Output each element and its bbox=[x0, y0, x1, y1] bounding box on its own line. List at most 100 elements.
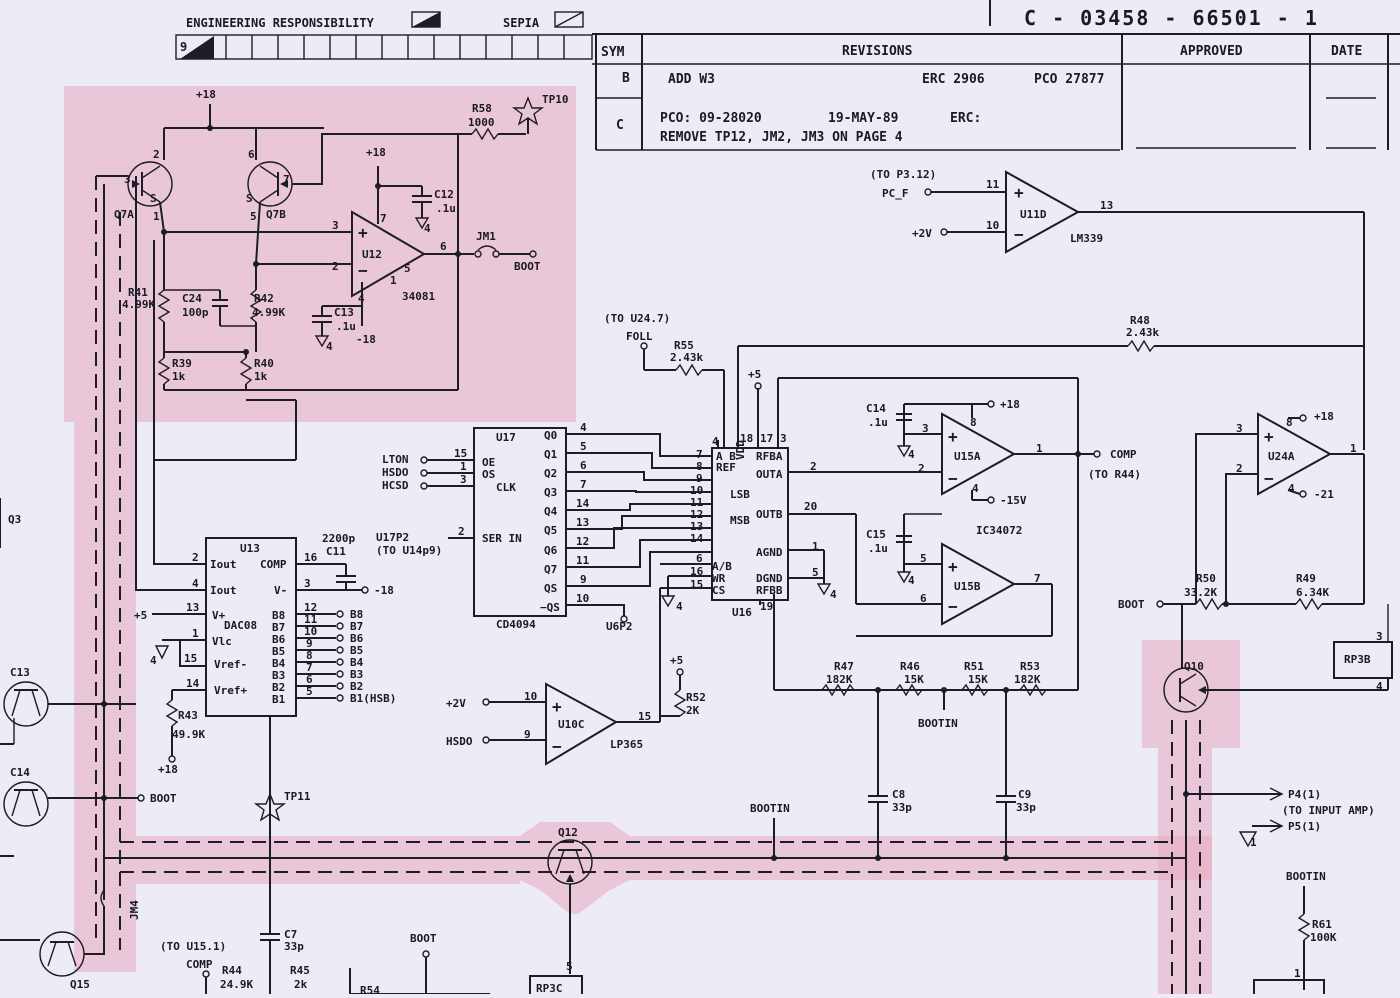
svg-text:ENGINEERING RESPONSIBILITY: ENGINEERING RESPONSIBILITY bbox=[186, 16, 375, 30]
svg-text:6: 6 bbox=[248, 148, 255, 161]
feedback-network: R47 182K R46 15K BOOTIN R51 15K R53 182K… bbox=[750, 660, 1047, 861]
transistor-q7a: 23 S1 Q7A bbox=[114, 148, 173, 223]
svg-text:JM4: JM4 bbox=[128, 900, 141, 920]
svg-text:11: 11 bbox=[690, 496, 704, 509]
svg-text:B1(HSB): B1(HSB) bbox=[350, 692, 396, 705]
svg-text:.1u: .1u bbox=[868, 542, 888, 555]
svg-text:QS: QS bbox=[544, 582, 557, 595]
bottom-labels: (TO U15.1) COMP R44 24.9K R45 2k BOOT R5… bbox=[160, 932, 490, 997]
svg-text:Vref-: Vref- bbox=[214, 658, 247, 671]
svg-text:33.2K: 33.2K bbox=[1184, 586, 1217, 599]
svg-text:B5: B5 bbox=[350, 644, 363, 657]
svg-text:−QS: −QS bbox=[540, 601, 560, 614]
svg-text:OUTA: OUTA bbox=[756, 468, 783, 481]
svg-text:17: 17 bbox=[760, 432, 773, 445]
svg-text:.1u: .1u bbox=[436, 202, 456, 215]
svg-text:B2: B2 bbox=[272, 681, 285, 694]
svg-text:5: 5 bbox=[306, 685, 313, 698]
svg-text:LTON: LTON bbox=[382, 453, 409, 466]
svg-text:(TO U15.1): (TO U15.1) bbox=[160, 940, 226, 953]
svg-text:OUTB: OUTB bbox=[756, 508, 783, 521]
svg-text:B2: B2 bbox=[350, 680, 363, 693]
svg-text:APPROVED: APPROVED bbox=[1180, 44, 1243, 59]
svg-text:PCO 27877: PCO 27877 bbox=[1034, 72, 1104, 87]
svg-text:Q6: Q6 bbox=[544, 544, 558, 557]
buffer-stage: +18 23 S1 Q7A 67 S5 Q7B R58 1000 TP10 32… bbox=[114, 88, 569, 460]
svg-text:7: 7 bbox=[283, 173, 290, 186]
svg-text:(TO U24.7): (TO U24.7) bbox=[604, 312, 670, 325]
svg-text:B4: B4 bbox=[350, 656, 364, 669]
svg-text:8: 8 bbox=[970, 416, 977, 429]
svg-text:.1u: .1u bbox=[336, 320, 356, 333]
svg-text:.1u: .1u bbox=[868, 416, 888, 429]
svg-text:SER IN: SER IN bbox=[482, 532, 522, 545]
svg-text:+18: +18 bbox=[366, 146, 386, 159]
svg-text:9: 9 bbox=[180, 40, 187, 54]
svg-text:R47: R47 bbox=[834, 660, 854, 673]
svg-text:4: 4 bbox=[424, 222, 431, 235]
svg-text:10: 10 bbox=[576, 592, 589, 605]
svg-text:24.9K: 24.9K bbox=[220, 978, 253, 991]
svg-text:BOOT: BOOT bbox=[514, 260, 541, 273]
left-transistors: Q3 C13 C14 BOOT JM4 Q15 TP11 bbox=[0, 498, 311, 991]
svg-text:13: 13 bbox=[690, 520, 703, 533]
dac-u13: U13 Iout COMP Iout V- V+ DAC08 Vlc Vref-… bbox=[134, 176, 396, 994]
svg-text:8: 8 bbox=[1286, 416, 1293, 429]
svg-text:1000: 1000 bbox=[468, 116, 495, 129]
svg-text:1: 1 bbox=[1036, 442, 1043, 455]
svg-text:33p: 33p bbox=[1016, 801, 1036, 814]
svg-text:Q5: Q5 bbox=[544, 524, 557, 537]
svg-text:R49: R49 bbox=[1296, 572, 1316, 585]
svg-text:5: 5 bbox=[580, 440, 587, 453]
svg-text:100p: 100p bbox=[182, 306, 209, 319]
svg-text:+2V: +2V bbox=[912, 227, 932, 240]
svg-text:R45: R45 bbox=[290, 964, 310, 977]
svg-text:11: 11 bbox=[986, 178, 1000, 191]
svg-text:1: 1 bbox=[1350, 442, 1357, 455]
svg-text:3: 3 bbox=[1236, 422, 1243, 435]
svg-text:9: 9 bbox=[306, 637, 313, 650]
svg-text:R46: R46 bbox=[900, 660, 920, 673]
svg-text:B3: B3 bbox=[350, 668, 363, 681]
svg-text:B4: B4 bbox=[272, 657, 286, 670]
svg-text:8: 8 bbox=[306, 649, 313, 662]
svg-text:Q7A: Q7A bbox=[114, 208, 134, 221]
svg-text:11: 11 bbox=[576, 554, 590, 567]
svg-text:2: 2 bbox=[918, 462, 925, 475]
svg-text:B1: B1 bbox=[272, 693, 286, 706]
svg-text:CLK: CLK bbox=[496, 481, 516, 494]
svg-text:4: 4 bbox=[830, 588, 837, 601]
svg-text:7: 7 bbox=[1034, 572, 1041, 585]
svg-text:U24A: U24A bbox=[1268, 450, 1295, 463]
svg-text:−: − bbox=[552, 737, 562, 756]
svg-text:U6P2: U6P2 bbox=[606, 620, 633, 633]
svg-text:(TO R44): (TO R44) bbox=[1088, 468, 1141, 481]
svg-text:U15B: U15B bbox=[954, 580, 981, 593]
revisions-table: SYM REVISIONS APPROVED DATE B ADD W3 ERC… bbox=[592, 33, 1400, 151]
svg-text:+18: +18 bbox=[1314, 410, 1334, 423]
svg-text:+: + bbox=[1014, 183, 1024, 202]
transistor-q12: Q12 5 RP3C bbox=[529, 826, 593, 998]
svg-text:REF: REF bbox=[716, 461, 736, 474]
svg-text:S: S bbox=[246, 192, 253, 205]
svg-text:+5: +5 bbox=[134, 609, 147, 622]
svg-text:C14: C14 bbox=[10, 766, 30, 779]
svg-text:B8: B8 bbox=[272, 609, 285, 622]
svg-text:33p: 33p bbox=[284, 940, 304, 953]
svg-text:U10C: U10C bbox=[558, 718, 585, 731]
svg-text:-15V: -15V bbox=[1000, 494, 1027, 507]
svg-text:Q4: Q4 bbox=[544, 505, 558, 518]
svg-text:1: 1 bbox=[153, 210, 160, 223]
svg-text:LSB: LSB bbox=[730, 488, 750, 501]
svg-text:7: 7 bbox=[306, 661, 313, 674]
svg-text:Q15: Q15 bbox=[70, 978, 90, 991]
svg-text:B8: B8 bbox=[350, 608, 363, 621]
svg-text:IC34072: IC34072 bbox=[976, 524, 1022, 537]
svg-text:12: 12 bbox=[576, 535, 589, 548]
svg-text:2.43k: 2.43k bbox=[670, 351, 703, 364]
svg-text:4: 4 bbox=[580, 421, 587, 434]
svg-text:9: 9 bbox=[696, 472, 703, 485]
svg-text:−: − bbox=[1264, 469, 1274, 488]
svg-text:Vref+: Vref+ bbox=[214, 684, 247, 697]
svg-text:14: 14 bbox=[186, 677, 200, 690]
